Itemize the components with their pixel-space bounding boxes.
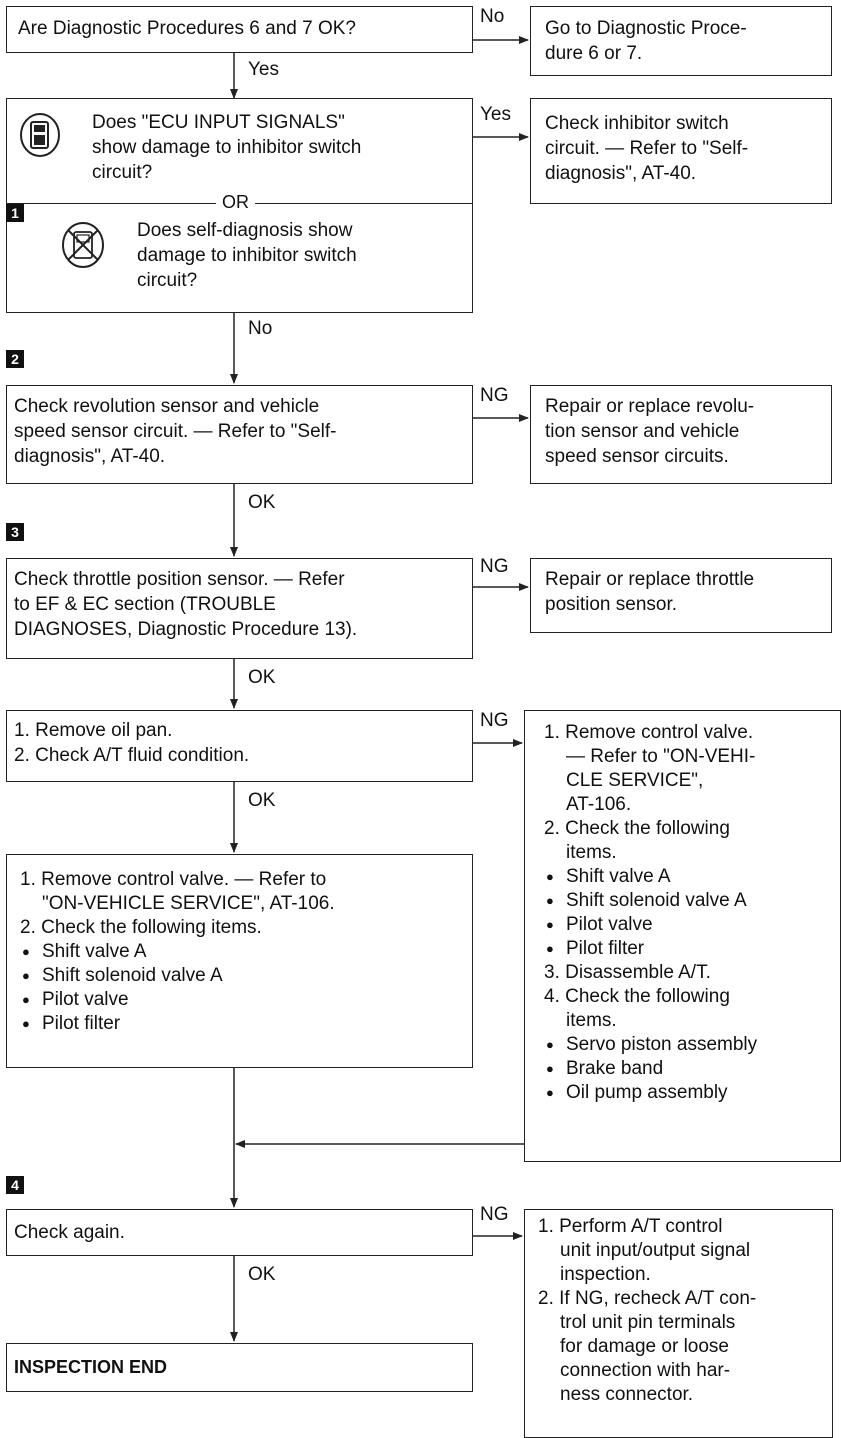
list-item: 1. Remove control valve. — Refer to "ON-… <box>20 869 335 914</box>
step5-ok-label: OK <box>248 790 276 811</box>
step4-ng-label: NG <box>480 556 509 577</box>
inspection-end-box <box>6 1343 473 1392</box>
list-item: Pilot filter <box>20 1012 466 1036</box>
step2-or-label: OR <box>216 192 255 213</box>
step3-check: Check revolution sensor and vehicle spee… <box>14 396 337 467</box>
step6-check-list: 1. Remove control valve. — Refer to "ON-… <box>20 868 466 1036</box>
step3-ok-label: OK <box>248 492 276 513</box>
step5-check-box <box>6 710 473 782</box>
list-item: 4. Check the following items. <box>544 986 730 1031</box>
step1-no-label: No <box>480 6 505 27</box>
step4-check: Check throttle position sensor. — Refer … <box>14 569 358 640</box>
list-item: Oil pump assembly <box>544 1081 838 1105</box>
list-item: 2. Check the following items. <box>20 917 262 938</box>
step3-ng-label: NG <box>480 385 509 406</box>
list-item: 1. Perform A/T control unit input/output… <box>538 1216 751 1285</box>
step5-ng-action-list: 1. Remove control valve. — Refer to "ON-… <box>544 721 838 1105</box>
list-item: Pilot valve <box>544 913 838 937</box>
list-item: Brake band <box>544 1057 838 1081</box>
list-item: Shift solenoid valve A <box>544 889 838 913</box>
step3-ng-action-box <box>530 385 832 484</box>
step1-no-action: Go to Diagnostic Proce- dure 6 or 7. <box>545 18 747 64</box>
step5-check: 1. Remove oil pan. 2. Check A/T fluid co… <box>14 720 250 766</box>
list-item: Shift valve A <box>20 940 466 964</box>
list-item: 1. Remove control valve. <box>544 722 754 743</box>
step3-check-box <box>6 385 473 484</box>
self-diagnosis-icon <box>60 220 106 275</box>
step4-ng-action-box <box>530 558 832 633</box>
step4-ok-label: OK <box>248 667 276 688</box>
step4-ng-action: Repair or replace throttle position sens… <box>545 569 755 615</box>
step2-yes-action-box <box>530 98 832 204</box>
step7-check-box <box>6 1209 473 1256</box>
step1-question: Are Diagnostic Procedures 6 and 7 OK? <box>18 18 356 39</box>
list-item: Servo piston assembly <box>544 1033 838 1057</box>
step1-no-action-box <box>530 6 832 76</box>
list-item: Shift valve A <box>544 865 838 889</box>
step2-question-b: Does self-diagnosis show damage to inhib… <box>137 220 357 291</box>
list-item: 2. Check the following items. <box>544 818 730 863</box>
step-number-2: 2 <box>6 350 24 368</box>
step-number-1: 1 <box>6 204 24 222</box>
step2-yes-label: Yes <box>480 104 511 125</box>
step2-question-a: Does "ECU INPUT SIGNALS" show damage to … <box>92 112 362 183</box>
step1-question-box <box>6 6 473 53</box>
list-item: Pilot filter <box>544 937 838 961</box>
list-item: 2. If NG, recheck A/T con- trol unit pin… <box>538 1288 757 1405</box>
step7-ok-label: OK <box>248 1264 276 1285</box>
step7-ng-label: NG <box>480 1204 509 1225</box>
list-item: — Refer to "ON-VEHI- CLE SERVICE", AT-10… <box>566 746 756 815</box>
step3-ng-action: Repair or replace revolu- tion sensor an… <box>545 396 755 467</box>
step2-no-label: No <box>248 318 273 339</box>
step7-check: Check again. <box>14 1222 125 1243</box>
list-item: Pilot valve <box>20 988 466 1012</box>
step7-ng-action-box <box>524 1209 833 1438</box>
ecu-input-signals-icon <box>18 111 62 164</box>
step4-check-box <box>6 558 473 659</box>
step2-yes-action: Check inhibitor switch circuit. — Refer … <box>545 113 749 184</box>
step5-ng-label: NG <box>480 710 509 731</box>
step1-yes-label: Yes <box>248 59 279 80</box>
step-number-3: 3 <box>6 523 24 541</box>
list-item: Shift solenoid valve A <box>20 964 466 988</box>
inspection-end: INSPECTION END <box>14 1357 168 1377</box>
step-number-4: 4 <box>6 1176 24 1194</box>
list-item: 3. Disassemble A/T. <box>544 962 711 983</box>
step7-ng-action-list: 1. Perform A/T control unit input/output… <box>538 1215 830 1407</box>
